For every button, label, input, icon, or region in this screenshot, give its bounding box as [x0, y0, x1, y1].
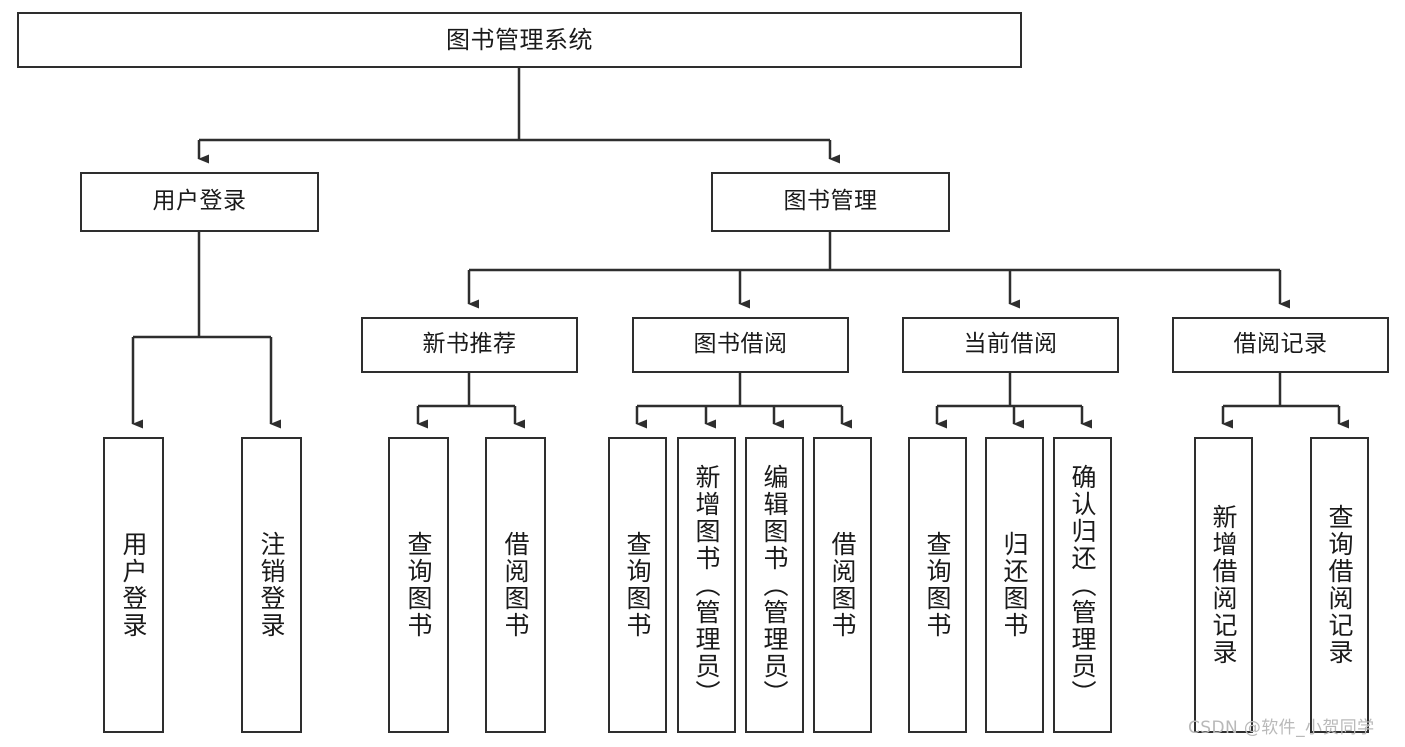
node-leaf-return-book[interactable]: 归还图书 — [985, 437, 1044, 733]
node-leaf-logout[interactable]: 注销登录 — [241, 437, 302, 733]
node-leaf-confirm-return-label: 确认归还（管理员） — [1068, 463, 1097, 707]
node-borrow-record[interactable]: 借阅记录 — [1172, 317, 1389, 373]
node-root[interactable]: 图书管理系统 — [17, 12, 1022, 68]
node-leaf-add-book-label: 新增图书（管理员） — [692, 463, 721, 707]
node-leaf-add-record-label: 新增借阅记录 — [1209, 504, 1238, 666]
node-new-book-rec-label: 新书推荐 — [422, 331, 517, 358]
node-new-book-rec[interactable]: 新书推荐 — [361, 317, 578, 373]
node-leaf-query-book-2-label: 查询图书 — [623, 531, 652, 639]
node-leaf-query-book-2[interactable]: 查询图书 — [608, 437, 667, 733]
node-leaf-query-book-3[interactable]: 查询图书 — [908, 437, 967, 733]
node-book-borrow[interactable]: 图书借阅 — [632, 317, 849, 373]
node-leaf-add-book[interactable]: 新增图书（管理员） — [677, 437, 736, 733]
node-leaf-edit-book[interactable]: 编辑图书（管理员） — [745, 437, 804, 733]
csdn-watermark: CSDN @软件_小贺同学 — [1188, 718, 1375, 738]
node-leaf-borrow-book-2-label: 借阅图书 — [828, 531, 857, 639]
node-leaf-borrow-book-1-label: 借阅图书 — [501, 531, 530, 639]
node-leaf-add-record[interactable]: 新增借阅记录 — [1194, 437, 1253, 733]
node-leaf-return-book-label: 归还图书 — [1000, 531, 1029, 639]
node-current-borrow[interactable]: 当前借阅 — [902, 317, 1119, 373]
node-leaf-query-book-1-label: 查询图书 — [404, 531, 433, 639]
node-leaf-query-book-1[interactable]: 查询图书 — [388, 437, 449, 733]
node-leaf-query-record-label: 查询借阅记录 — [1325, 504, 1354, 666]
node-borrow-record-label: 借阅记录 — [1233, 331, 1328, 358]
node-user-login[interactable]: 用户登录 — [80, 172, 319, 232]
node-leaf-borrow-book-1[interactable]: 借阅图书 — [485, 437, 546, 733]
node-leaf-user-login[interactable]: 用户登录 — [103, 437, 164, 733]
node-user-login-label: 用户登录 — [152, 188, 247, 215]
node-leaf-confirm-return[interactable]: 确认归还（管理员） — [1053, 437, 1112, 733]
node-book-manage-label: 图书管理 — [783, 188, 878, 215]
node-root-label: 图书管理系统 — [446, 25, 593, 54]
node-book-borrow-label: 图书借阅 — [693, 331, 788, 358]
node-leaf-logout-label: 注销登录 — [257, 531, 286, 639]
node-leaf-user-login-label: 用户登录 — [119, 531, 148, 639]
node-leaf-query-book-3-label: 查询图书 — [923, 531, 952, 639]
node-leaf-borrow-book-2[interactable]: 借阅图书 — [813, 437, 872, 733]
node-current-borrow-label: 当前借阅 — [963, 331, 1058, 358]
node-leaf-edit-book-label: 编辑图书（管理员） — [760, 463, 789, 707]
node-leaf-query-record[interactable]: 查询借阅记录 — [1310, 437, 1369, 733]
node-book-manage[interactable]: 图书管理 — [711, 172, 950, 232]
